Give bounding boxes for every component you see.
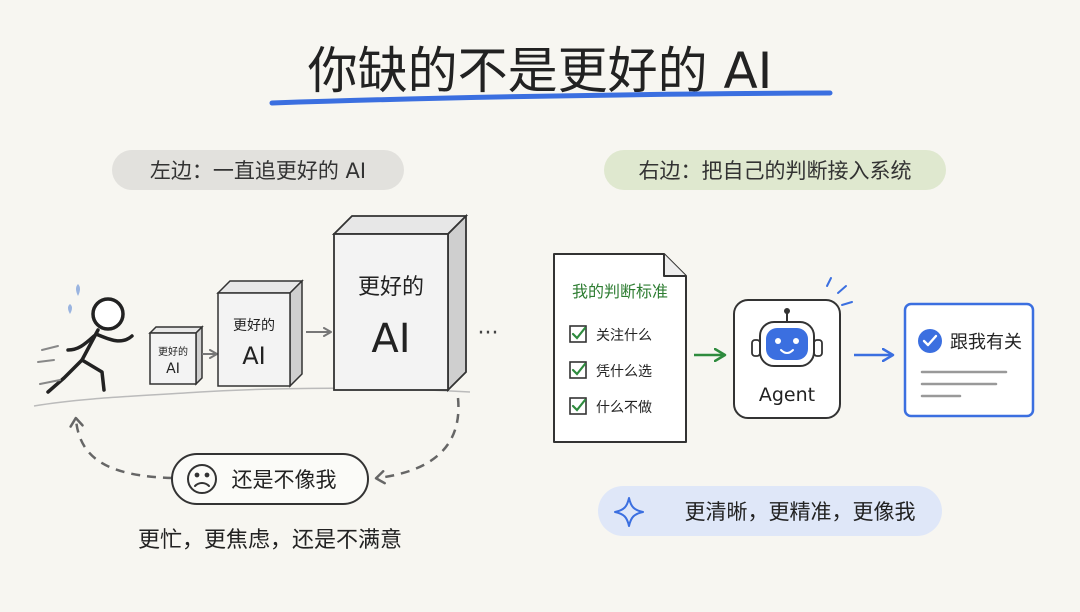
doc-title: 我的判断标准 — [572, 282, 668, 301]
left-header: 左边：一直追更好的 AI — [150, 159, 366, 183]
check-circle-icon — [918, 329, 942, 353]
footer-pill — [598, 486, 942, 536]
checklist-item: 关注什么 — [569, 325, 652, 344]
checklist-item-label: 什么不做 — [596, 400, 652, 416]
document-icon — [553, 253, 687, 443]
ai-box-large: 更好的 AI — [331, 213, 469, 393]
ai-box-medium-line1: 更好的 — [233, 318, 275, 334]
loop-label: 还是不像我 — [232, 468, 337, 492]
right-panel: 右边：把自己的判断接入系统 我的判断标准 关注什么 凭什么选 什么不做 — [553, 150, 1035, 536]
ai-box-small: 更好的 AI — [148, 325, 204, 386]
left-header-pill — [112, 150, 404, 190]
robot-icon — [751, 308, 823, 367]
agent-label: Agent — [759, 384, 815, 406]
left-caption: 更忙，更焦虑，还是不满意 — [138, 528, 402, 553]
checklist-item-label: 关注什么 — [596, 328, 652, 344]
result-lines — [920, 370, 1008, 398]
sad-face-icon — [187, 464, 217, 494]
checklist-item: 凭什么选 — [569, 361, 652, 380]
title-group: 你缺的不是更好的 AI — [269, 42, 833, 106]
ai-box-large-line1: 更好的 — [358, 275, 424, 300]
sparkle-icon — [614, 497, 644, 527]
result-card — [903, 302, 1035, 418]
sparkle-lines — [826, 277, 853, 306]
footer-label: 更清晰，更精准，更像我 — [685, 500, 916, 524]
checklist-item: 什么不做 — [569, 397, 652, 416]
dashed-loop-arrow-icon — [374, 397, 460, 485]
ai-box-medium-line2: AI — [242, 342, 266, 370]
ai-box-large-line2: AI — [371, 316, 410, 362]
result-label: 跟我有关 — [950, 332, 1022, 353]
running-person-icon — [37, 297, 134, 394]
right-header-pill — [604, 150, 946, 190]
ai-box-small-line1: 更好的 — [158, 345, 188, 358]
loop-label-pill — [171, 453, 369, 505]
ai-box-medium: 更好的 AI — [216, 279, 304, 388]
checklist-item-label: 凭什么选 — [596, 364, 652, 380]
page-title: 你缺的不是更好的 AI — [308, 42, 773, 100]
continue-ellipsis: ··· — [478, 321, 499, 346]
dashed-loop-arrow-back — [69, 416, 173, 480]
left-panel: 左边：一直追更好的 AI 更好的 AI — [33, 150, 499, 553]
right-header: 右边：把自己的判断接入系统 — [639, 159, 912, 183]
sweat-drops-icon — [68, 284, 80, 314]
title-underline — [269, 90, 833, 106]
ai-box-small-line2: AI — [166, 361, 180, 377]
